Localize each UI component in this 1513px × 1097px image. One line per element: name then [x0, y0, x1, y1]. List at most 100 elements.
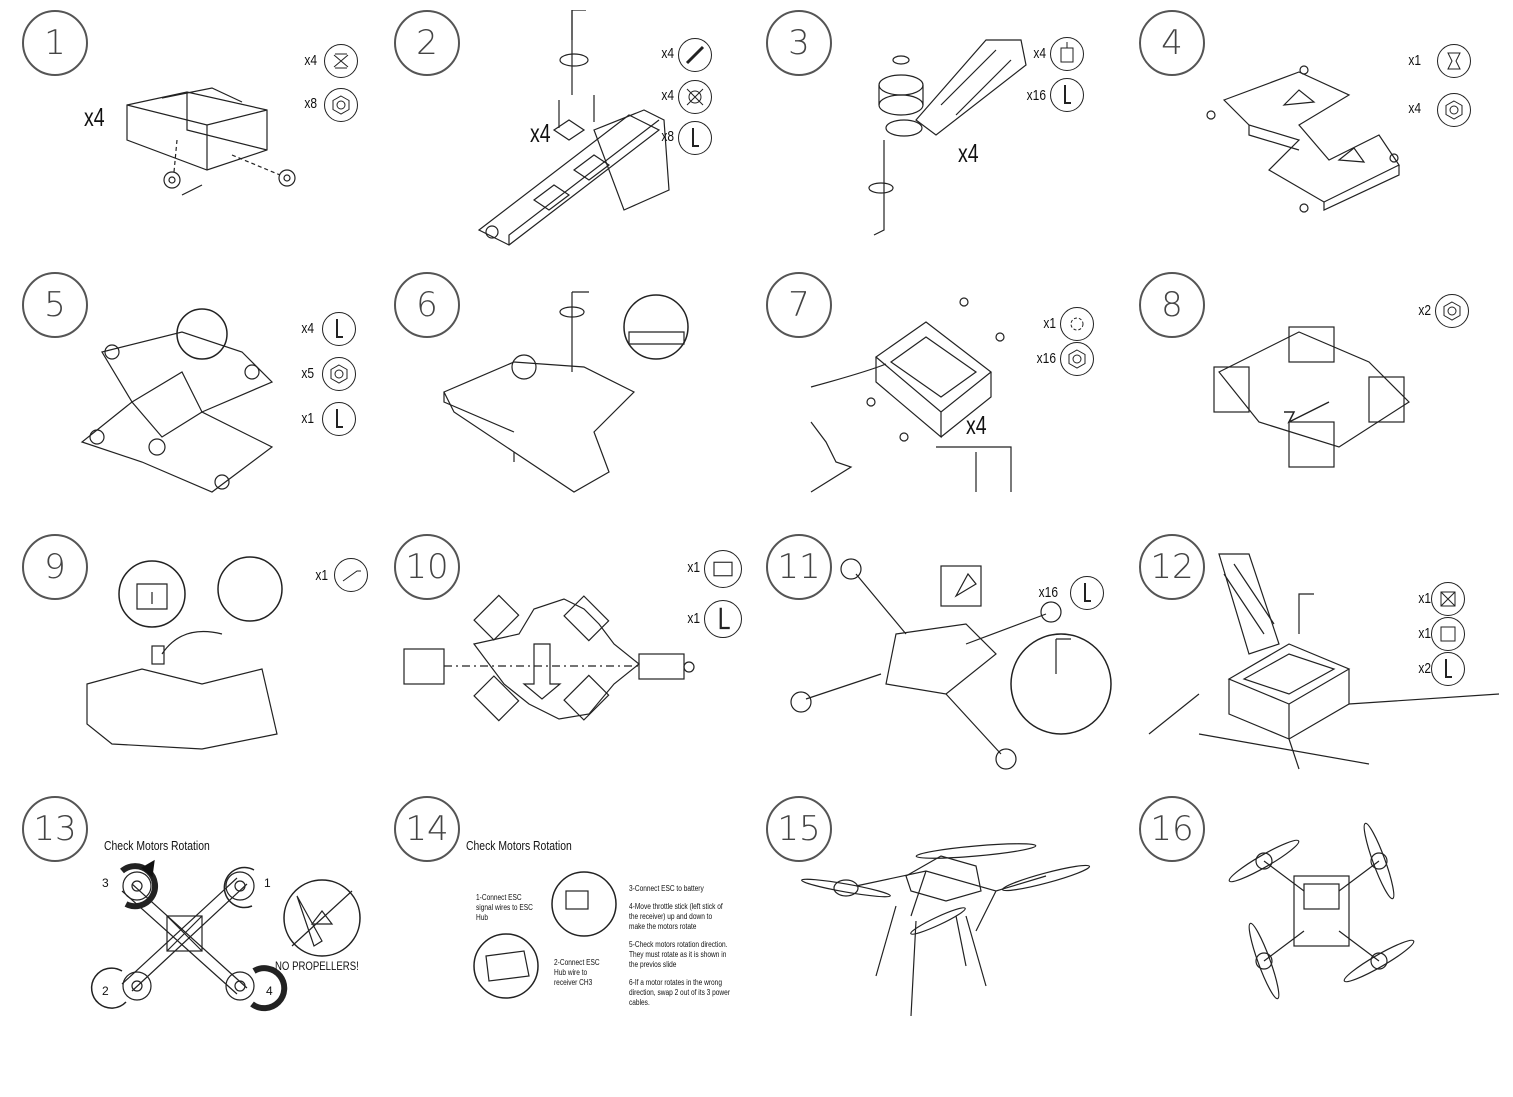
motor-label-1: 1: [264, 876, 271, 890]
step-number: 7: [766, 272, 832, 338]
quantity: x1: [1418, 590, 1431, 607]
frame-assembly-illustration: [394, 272, 766, 534]
assembled-drone-side-view: [766, 796, 1138, 1058]
instruction-1: 1-Connect ESC signal wires to ESC Hub: [476, 893, 533, 922]
step-9: 9 x1: [22, 534, 394, 796]
quantity: x4: [304, 52, 317, 69]
step-7: 7 x4 x1 x16: [766, 272, 1138, 534]
quantity: x1: [687, 610, 700, 627]
step-number: 15: [766, 796, 832, 862]
assembled-drone-top-view: [1139, 796, 1511, 1058]
step-4: 4 x1 x4: [1139, 10, 1511, 272]
motor-label-3: 3: [102, 876, 109, 890]
hex-key-icon: [678, 121, 712, 155]
quantity: x1: [301, 410, 314, 427]
step-number: 10: [394, 534, 460, 600]
quantity: x4: [1033, 45, 1046, 62]
battery-mount-illustration: [394, 534, 766, 796]
bracket-icon: [1437, 44, 1471, 78]
step-3: 3 x4 x4 x16: [766, 10, 1138, 272]
cable-icon: [334, 558, 368, 592]
step-number: 4: [1139, 10, 1205, 76]
step-number: 2: [394, 10, 460, 76]
bottom-plate-illustration: [1139, 10, 1511, 272]
nut-icon: [324, 88, 358, 122]
quantity: x4: [661, 45, 674, 62]
step-number: 16: [1139, 796, 1205, 862]
step-2: 2 x4 x4 x4 x8: [394, 9, 766, 272]
gear-icon: [1060, 307, 1094, 341]
quantity: x1: [1418, 625, 1431, 642]
instruction-2: 2-Connect ESC Hub wire to receiver CH3: [554, 958, 600, 987]
instruction-6: 6-If a motor rotates in the wrong direct…: [629, 978, 731, 1007]
quantity: x16: [1038, 584, 1058, 601]
motor-icon: [1050, 37, 1084, 71]
center-frame-illustration: [22, 272, 394, 534]
nut-icon: [1435, 294, 1469, 328]
nut-icon: [322, 357, 356, 391]
arm-motor-mount-illustration: [394, 9, 766, 272]
step-8: 8 x2: [1139, 272, 1511, 534]
step-5: 5 x4 x5 x1: [22, 272, 394, 534]
multiplier: x4: [84, 102, 105, 132]
multiplier: x4: [966, 410, 987, 440]
standoff-icon: [1431, 582, 1465, 616]
motor-arm-illustration: [766, 10, 1138, 272]
step-13: 13 Check Motors Rotation 3 1 2 4 NO PROP…: [22, 796, 394, 1058]
step-number: 13: [22, 796, 88, 862]
step-number: 3: [766, 10, 832, 76]
nut-icon: [1437, 93, 1471, 127]
step-14: 14 Check Motors Rotation 1-Connect ESC s…: [394, 796, 766, 1058]
instruction-3: 3-Connect ESC to battery: [629, 884, 704, 893]
arm-attach-illustration: [766, 534, 1138, 796]
nut-icon: [1060, 342, 1094, 376]
step-number: 5: [22, 272, 88, 338]
hex-key-icon: [322, 402, 356, 436]
quantity: x2: [1418, 660, 1431, 677]
esc-hub-illustration: [394, 796, 766, 1058]
multiplier: x4: [530, 118, 551, 148]
hex-key-icon: [1050, 78, 1084, 112]
instruction-4: 4-Move throttle stick (left stick of the…: [629, 902, 723, 931]
step-11: 11 x16: [766, 534, 1138, 796]
step-15: 15: [766, 796, 1138, 1058]
step-number: 11: [766, 534, 832, 600]
top-frame-illustration: [1139, 272, 1511, 534]
battery-icon: [704, 550, 742, 588]
quantity: x4: [661, 87, 674, 104]
instruction-5: 5-Check motors rotation direction. They …: [629, 940, 728, 969]
quantity: x8: [661, 128, 674, 145]
multiplier: x4: [958, 138, 979, 168]
step-number: 1: [22, 10, 88, 76]
standoff-icon: [324, 44, 358, 78]
hex-key-icon: [1431, 652, 1465, 686]
hex-key-icon: [322, 312, 356, 346]
quantity: x5: [301, 365, 314, 382]
step-1: 1 x4 x4 x8: [22, 10, 394, 272]
wiring-illustration: [22, 534, 394, 796]
quantity: x16: [1026, 87, 1046, 104]
motor-rotation-diagram: [22, 796, 394, 1058]
motor-label-4: 4: [266, 984, 273, 998]
hex-key-icon: [704, 600, 742, 638]
quantity: x2: [1418, 302, 1431, 319]
flight-controller-illustration: [766, 272, 1138, 534]
motor-label-2: 2: [102, 984, 109, 998]
quantity: x1: [687, 559, 700, 576]
step-12: 12 x1 x1 x2: [1139, 534, 1511, 796]
no-propellers-warning: NO PROPELLERS!: [275, 959, 359, 973]
quantity: x1: [315, 567, 328, 584]
motor-mount-icon: [678, 80, 712, 114]
step-10: 10 x1 x1: [394, 534, 766, 796]
step-number: 14: [394, 796, 460, 862]
quantity: x4: [301, 320, 314, 337]
square-icon: [1431, 617, 1465, 651]
screw-icon: [678, 38, 712, 72]
top-plate-illustration: [1139, 534, 1511, 796]
frame-standoff-illustration: [22, 10, 394, 272]
step-number: 8: [1139, 272, 1205, 338]
step-title: Check Motors Rotation: [466, 838, 572, 853]
quantity: x1: [1408, 52, 1421, 69]
quantity: x4: [1408, 100, 1421, 117]
step-number: 9: [22, 534, 88, 600]
